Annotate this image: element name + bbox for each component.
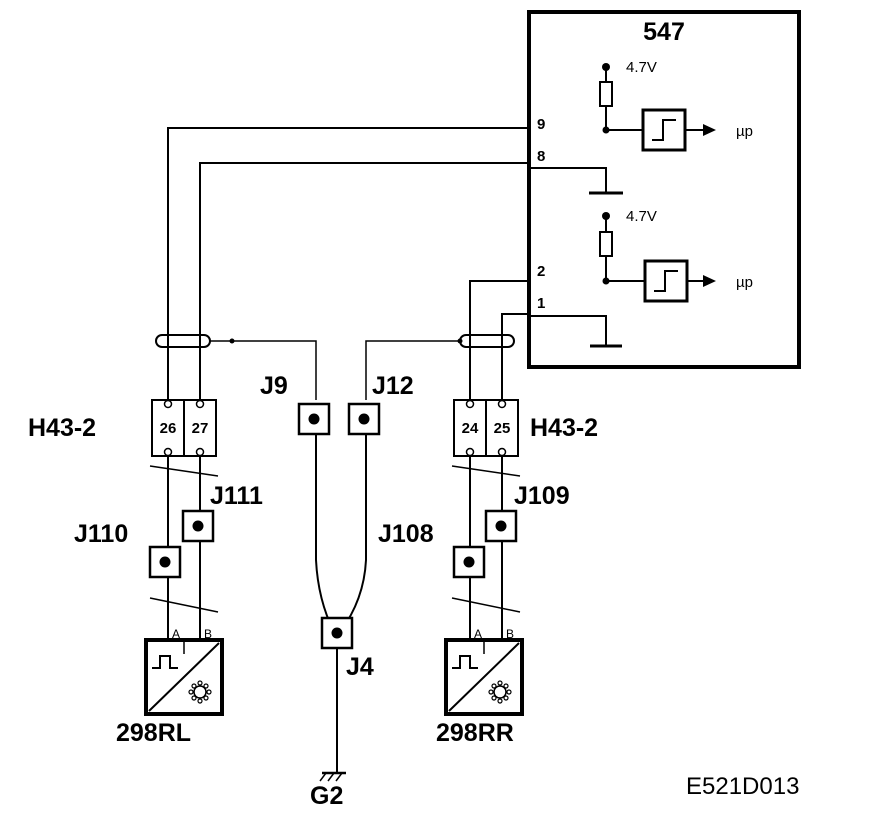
control-module-547: 547 9 8 2 1 4.7V µp 4.7V [527,10,801,369]
wire-j9-to-j4 [315,420,335,633]
output-bottom-label: µp [736,274,753,291]
output-top-label: µp [736,123,753,140]
junction-j9: J9 [260,372,331,436]
wire-pin-1 [501,313,530,400]
module-pin-1-label: 1 [537,295,545,312]
connector-left-pin-26-label: 26 [160,420,177,437]
junction-j12: J12 [347,372,414,436]
gear-wheel-icon [488,680,512,704]
junction-j108-label: J108 [378,520,434,548]
wire-pin-9 [167,127,530,400]
junction-j111-label: J111 [210,482,263,510]
junction-j12-label: J12 [372,372,414,400]
module-pin-2-label: 2 [537,263,545,280]
bottom-input-circuit: 4.7V µp [599,208,753,303]
junction-j108-box [452,545,486,579]
junction-j108: J108 [378,520,486,579]
sensor-right-id-label: 298RR [436,719,514,747]
sensor-left-id-label: 298RL [116,719,191,747]
junction-j111: J111 [181,482,263,543]
pin-1-ground [530,315,622,348]
ground-id-label: G2 [310,782,343,810]
junction-j4-label: J4 [346,653,374,681]
supply-voltage-top-label: 4.7V [626,59,657,76]
top-input-circuit: 4.7V µp [599,59,753,152]
junction-j109: J109 [484,482,570,543]
junction-j109-label: J109 [514,482,570,510]
output-arrow-top [703,124,716,136]
connector-right-pin-25-label: 25 [494,420,511,437]
junction-j110-box [148,545,182,579]
supply-voltage-bottom-label: 4.7V [626,208,657,225]
junction-j9-label: J9 [260,372,288,400]
shield-left [155,334,211,348]
connector-left-pin-27-label: 27 [192,420,209,437]
shield-drain-left [210,340,317,400]
pullup-resistor-top [599,81,613,107]
ground-splice-wires [315,420,367,773]
sensor-298rl: A B 298RL [116,627,224,747]
junction-j110-label: J110 [74,520,128,548]
connector-h43-2-left: H43-2 26 27 [28,399,217,457]
connector-h43-2-right: H43-2 24 25 [453,399,598,457]
connector-left-id-label: H43-2 [28,414,96,442]
figure-code-label: E521D013 [686,773,799,800]
module-pin-8-label: 8 [537,148,545,165]
connector-right-id-label: H43-2 [530,414,598,442]
pulse-icon [152,655,178,669]
shield-drain-right [365,340,460,400]
junction-j110: J110 [74,520,182,579]
pulse-icon [452,655,478,669]
module-pin-9-label: 9 [537,116,545,133]
pullup-resistor-bottom [599,231,613,257]
gear-wheel-icon [188,680,212,704]
module-outline [527,10,801,369]
sensor-right-pin-b-label: B [506,627,514,641]
ground-g2: G2 [310,771,346,810]
module-id-label: 547 [643,18,685,46]
output-arrow-bottom [703,275,716,287]
wire-pin-8 [199,162,530,400]
sensor-298rr: A B 298RR [436,627,524,747]
wire-j12-to-j4 [339,420,367,633]
sensor-right-pin-a-label: A [474,627,482,641]
junction-j4: J4 [320,616,374,681]
pin-8-ground [530,167,623,195]
sensor-left-pin-b-label: B [204,627,212,641]
harness-wires [155,127,530,400]
sensor-left-pin-a-label: A [172,627,180,641]
wire-pin-2 [469,280,530,400]
shield-right [459,334,515,348]
connector-right-pin-24-label: 24 [462,420,479,437]
